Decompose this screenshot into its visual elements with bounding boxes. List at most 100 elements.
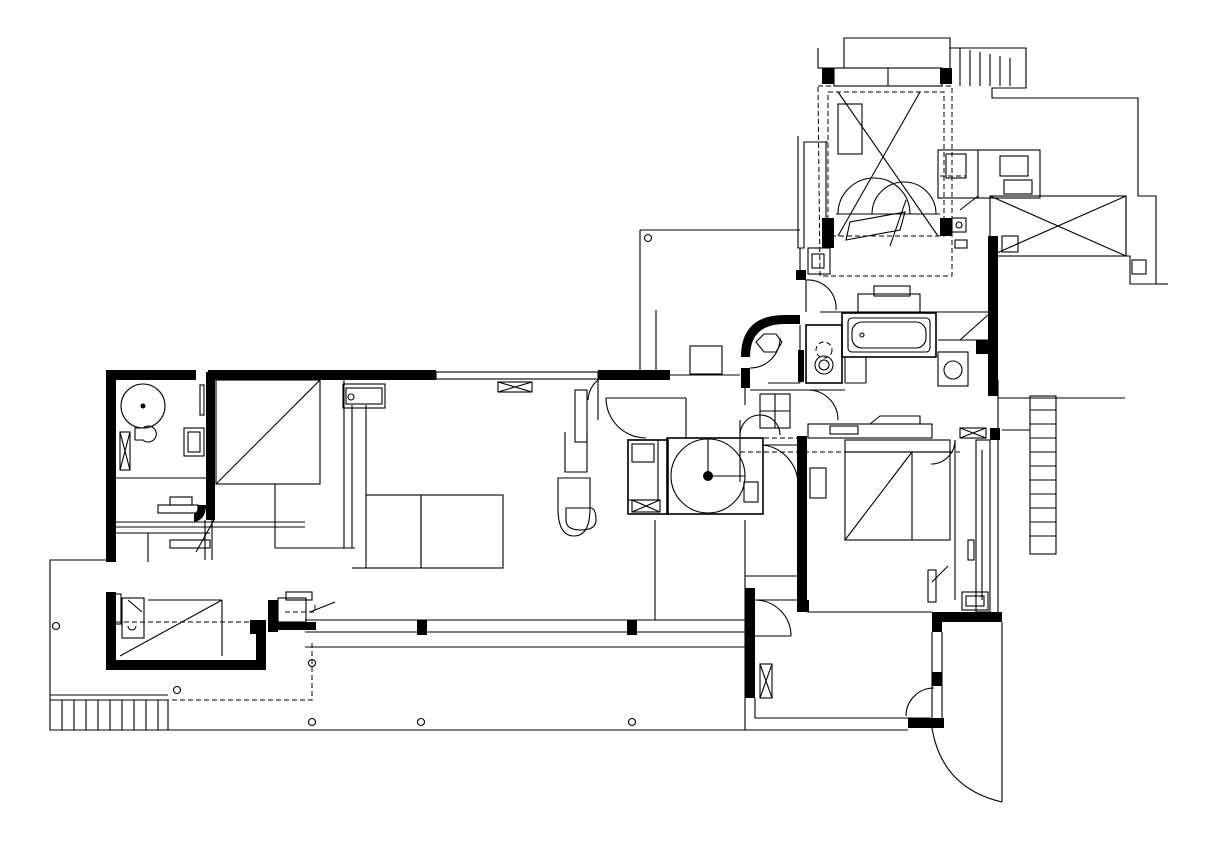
north-stair-rail <box>845 211 906 241</box>
bath-linen <box>857 293 921 313</box>
bath-wc <box>134 425 157 443</box>
terrace-post-5 <box>416 717 426 727</box>
chimney-flue <box>309 601 336 613</box>
core-wc-inner <box>818 359 830 371</box>
terrace <box>49 559 745 731</box>
kitchen-stool-dot <box>955 221 963 229</box>
lower-room-fixture <box>121 597 145 639</box>
lounge-chair-rail <box>574 389 588 443</box>
stair-closet-frame <box>627 439 669 515</box>
bathtub <box>847 317 931 353</box>
west-wing-outer-wall-top-right <box>598 370 670 380</box>
east-radiator <box>967 539 975 561</box>
hall-door-swing <box>605 397 647 439</box>
entry-wall-left <box>745 588 755 698</box>
bedroom-bed-diagonal <box>215 379 321 485</box>
north-pillar-ne <box>940 68 952 84</box>
spiral-stair-door-swing <box>762 444 799 486</box>
bath-cabinet <box>119 431 131 471</box>
chimney-dashed <box>285 602 316 613</box>
east-shelf-item <box>829 425 859 435</box>
east-lamp <box>931 565 949 583</box>
entry-area <box>744 520 1003 803</box>
east-window-box <box>959 427 987 439</box>
chimney-top <box>285 591 313 601</box>
east-stair-post <box>990 362 998 382</box>
west-wing-outer-wall-left <box>106 370 116 562</box>
bath-shelf-1 <box>157 504 199 514</box>
east-bedroom-wall-right-2 <box>990 428 1000 440</box>
kitchen-box <box>954 239 968 249</box>
lower-room-fixture-cross <box>127 599 143 631</box>
kitchen-stool <box>951 217 967 233</box>
core-door-swing-2 <box>807 389 839 421</box>
terrace-post-6 <box>627 717 637 727</box>
east-skylight-box-2 <box>1131 259 1147 275</box>
east-chair <box>927 569 937 603</box>
east-bedroom-wall-left <box>797 436 807 612</box>
bath-wall-diag <box>959 314 989 341</box>
bath-linen-2 <box>873 285 911 297</box>
bath-step <box>169 539 211 549</box>
lower-room-pillar <box>250 620 266 634</box>
lower-room-fixture-2 <box>112 593 122 625</box>
bath-cabinet-cross <box>119 431 131 471</box>
bath-shower-tray <box>183 427 205 457</box>
east-desk <box>961 591 989 611</box>
north-cabinet <box>837 103 863 155</box>
east-stair-steps <box>1030 409 1056 537</box>
lower-room-diagonal <box>119 599 223 657</box>
post-marker-nw <box>643 233 653 243</box>
entry-wall-bottom <box>908 718 944 728</box>
hall-closet <box>689 345 723 375</box>
north-small-door <box>805 279 837 311</box>
bathtub-room <box>841 312 937 358</box>
east-window-cross <box>959 427 987 439</box>
terrace-steps <box>61 700 169 730</box>
entry-wall-right-2 <box>932 672 942 686</box>
bath-sink-curve <box>755 333 783 353</box>
north-block <box>796 37 1168 312</box>
bath-partition-curve <box>194 505 206 522</box>
west-wing-outer-wall-top-main <box>208 370 436 380</box>
kitchen-sink-2 <box>1003 179 1033 195</box>
core-wall-v <box>741 368 750 388</box>
north-pillar-se <box>940 218 952 236</box>
entry-small-door <box>905 687 935 717</box>
bath-shelf-2 <box>169 496 193 506</box>
east-shelf-diag <box>869 415 921 425</box>
east-bedroom-wall-right <box>988 236 998 396</box>
terrace-outline <box>49 559 745 731</box>
curved-bath-wall <box>741 315 800 357</box>
core-door-swing-1 <box>749 337 781 369</box>
bath-vanity <box>937 351 969 387</box>
north-cross-a <box>837 91 939 237</box>
north-dashed-inner <box>827 91 945 237</box>
north-dashed-frame <box>817 85 953 277</box>
bedroom-bed <box>215 379 321 485</box>
north-left-wall-2 <box>812 141 827 230</box>
kitchen-counter <box>937 149 1041 199</box>
north-arch-left <box>837 177 911 215</box>
stair-closet-inner <box>631 443 655 463</box>
north-stair-rail-2 <box>889 199 907 247</box>
east-bedroom <box>797 236 1125 622</box>
desk-top <box>342 383 386 409</box>
bath-shower-inner <box>187 431 201 453</box>
west-wing <box>106 229 800 670</box>
south-column-2 <box>627 620 637 635</box>
east-bed-diagonal <box>844 451 913 541</box>
core-wc <box>814 355 834 375</box>
north-pillar-nw <box>822 68 834 84</box>
north-block-outline <box>817 37 1157 285</box>
core-partition-block <box>798 350 804 382</box>
living-sofa-left <box>365 494 422 569</box>
kitchen-hob <box>945 153 967 179</box>
north-small-box-inner <box>811 253 825 269</box>
spiral-stair-enclosure <box>666 437 764 515</box>
east-bedroom-wall-bottom-left <box>797 600 809 612</box>
lounge-chair-curve <box>564 432 588 473</box>
living-sideboard-cross <box>497 381 533 393</box>
desk-inner <box>345 387 383 405</box>
